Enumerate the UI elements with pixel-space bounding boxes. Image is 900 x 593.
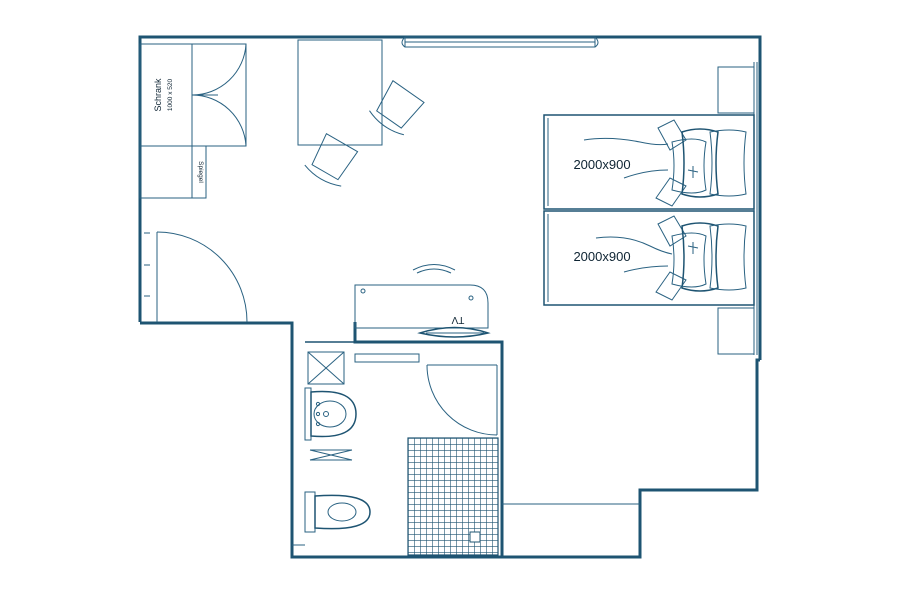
window-top: [401, 36, 599, 48]
towel-rail: [309, 449, 353, 461]
shaft-box: [307, 351, 345, 385]
chair-lower: [304, 132, 359, 187]
bed-lower: 2000x900: [543, 210, 755, 306]
nightstand-lower: [717, 307, 755, 355]
bed-lower-size: 2000x900: [573, 249, 630, 264]
tv-label: TV: [451, 314, 464, 325]
bathroom-door: [426, 364, 498, 436]
chair-upper: [369, 79, 425, 136]
bathroom-shelf: [354, 353, 420, 363]
wardrobe-label: Schrank: [153, 78, 163, 112]
wardrobe: Schrank 1000 x 520: [139, 43, 247, 147]
toilet: [304, 491, 371, 533]
washbasin: [304, 387, 357, 441]
bed-upper-size: 2000x900: [573, 157, 630, 172]
nightstand-upper: [717, 66, 755, 114]
table: [297, 39, 383, 146]
mirror-label: Spiegel: [197, 161, 204, 183]
shower: [407, 437, 499, 556]
mirror-cabinet: Spiegel: [139, 145, 207, 199]
bed-upper: 2000x900: [543, 114, 755, 210]
entry-door: [144, 231, 248, 323]
tv-unit: TV: [354, 264, 491, 338]
wardrobe-dimensions: 1000 x 520: [167, 79, 174, 112]
